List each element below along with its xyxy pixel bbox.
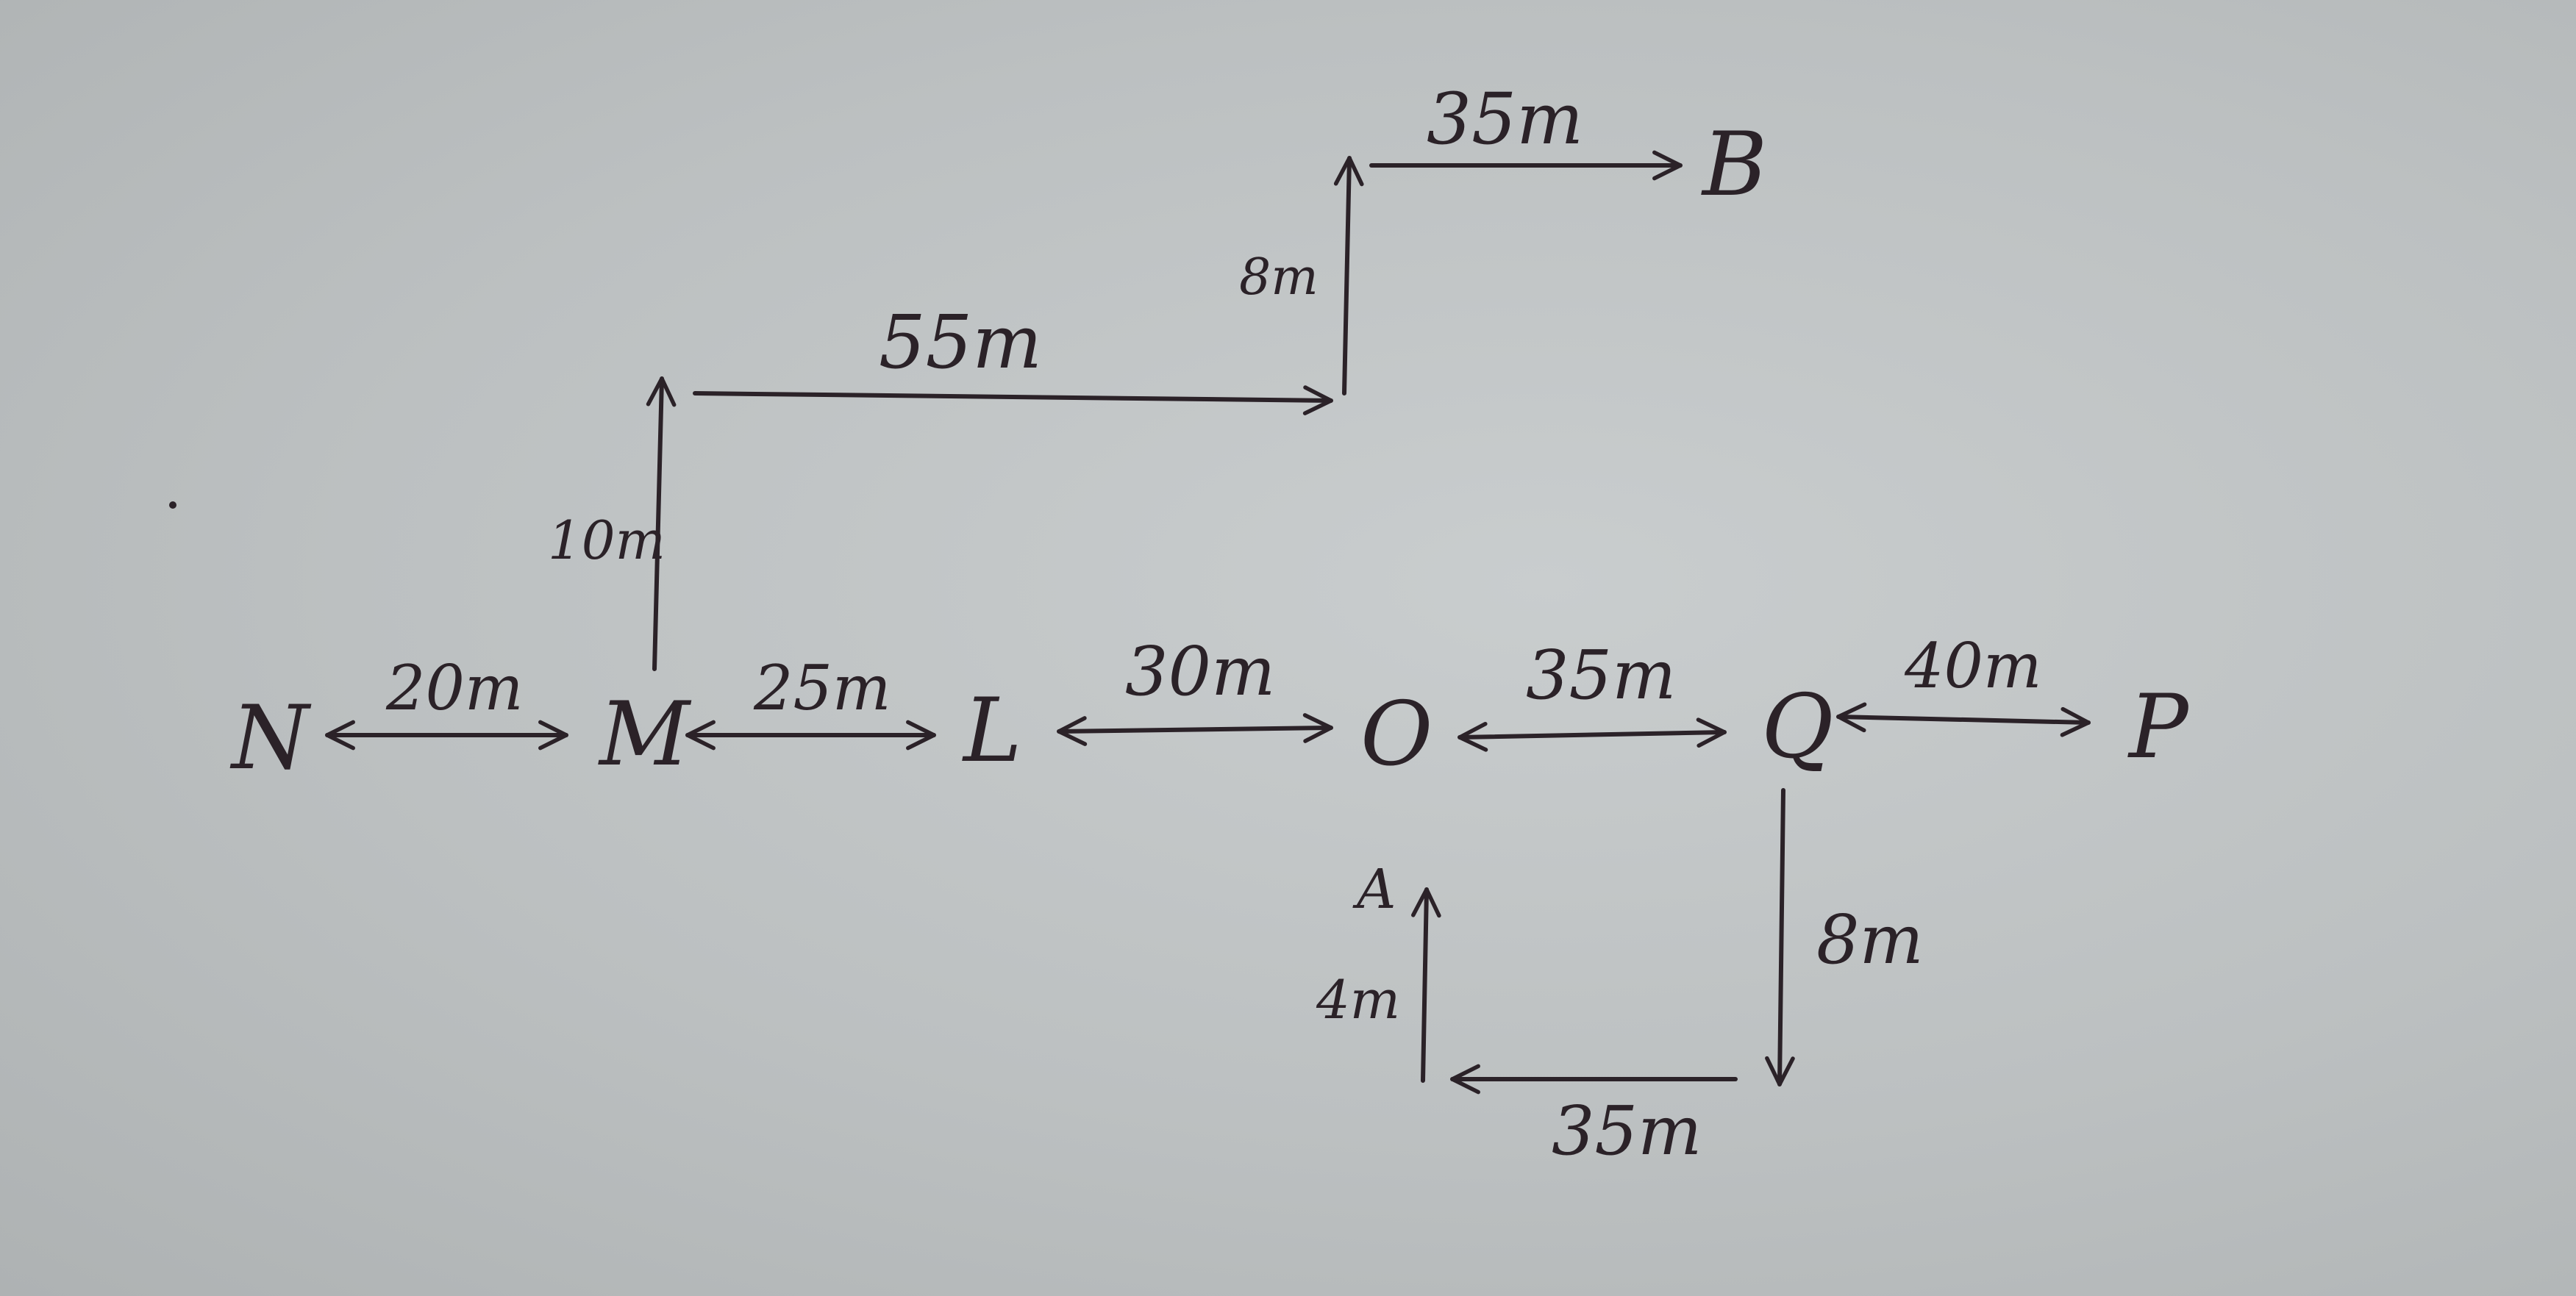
edge-o-q: [1458, 717, 1727, 752]
node-a: A: [1352, 858, 1396, 921]
dist-m-l: 25m: [753, 652, 891, 724]
dist-to-b: 35m: [1427, 78, 1583, 160]
node-l: L: [962, 680, 1022, 782]
node-p: P: [2127, 676, 2190, 778]
edge-m-north: [646, 376, 677, 671]
dist-upper-east: 55m: [879, 299, 1042, 385]
edge-to-a: [1410, 887, 1441, 1083]
edge-q-p: [1836, 702, 2091, 737]
edge-upper-north: [1333, 156, 1364, 395]
dist-upper-north: 8m: [1239, 248, 1319, 307]
node-q: Q: [1761, 676, 1833, 778]
dist-to-a: 4m: [1316, 969, 1400, 1031]
dist-o-q: 35m: [1526, 636, 1676, 715]
dist-bottom-west: 35m: [1552, 1092, 1702, 1170]
dist-m-north: 10m: [548, 509, 666, 571]
edge-q-south: [1765, 788, 1795, 1086]
node-m: M: [598, 684, 692, 786]
node-n: N: [229, 687, 312, 790]
dist-q-p: 40m: [1904, 630, 2042, 702]
node-o: O: [1360, 684, 1433, 786]
node-b: B: [1701, 114, 1767, 216]
edge-l-o: [1057, 713, 1333, 746]
edge-upper-east: [693, 385, 1333, 415]
dist-n-m: 20m: [385, 652, 524, 724]
pen-dot: [169, 501, 176, 509]
dist-l-o: 30m: [1125, 632, 1275, 711]
dist-q-south: 8m: [1816, 901, 1924, 979]
